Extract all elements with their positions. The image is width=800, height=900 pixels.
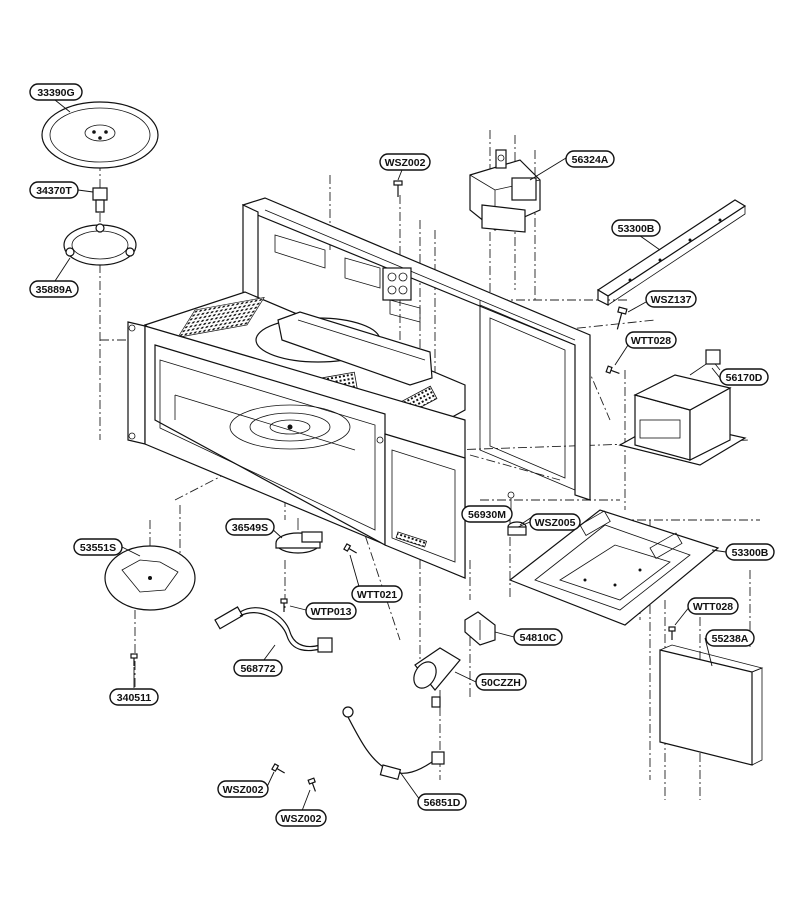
callout-WSZ005: WSZ005 (529, 513, 581, 531)
callout-53551S: 53551S (73, 538, 123, 556)
callout-33390G-label: 33390G (37, 87, 74, 99)
callout-labels: 33390G 34370T 35889A WSZ002 56324A 53300… (29, 83, 775, 827)
wire-harness-568772 (214, 606, 333, 653)
callout-56324A-label: 56324A (572, 154, 609, 166)
callout-53300B-top: 53300B (611, 219, 661, 237)
callout-WSZ002-low2: WSZ002 (275, 809, 327, 827)
callout-53300B-mid: 53300B (725, 543, 775, 561)
cavity-assembly (127, 197, 591, 579)
transformer-icon (618, 349, 747, 466)
callout-WTP013: WTP013 (305, 602, 357, 620)
callout-34370T-label: 34370T (36, 185, 72, 197)
callout-340511-label: 340511 (117, 692, 152, 704)
callout-53300B-top-label: 53300B (618, 223, 655, 235)
callout-35889A-label: 35889A (36, 284, 73, 296)
callout-WSZ002-top: WSZ002 (379, 153, 431, 171)
glass-tray-icon (41, 101, 159, 169)
magnetron-icon (469, 149, 541, 233)
stirrer-icon (104, 545, 196, 611)
capacitor-icon (413, 611, 496, 708)
callout-WTP013-label: WTP013 (311, 606, 352, 618)
base-plate (508, 509, 720, 626)
callout-WSZ002-top-label: WSZ002 (385, 157, 426, 169)
callout-WSZ002-low2-label: WSZ002 (281, 813, 322, 825)
callout-WTT028-top-label: WTT028 (631, 335, 671, 347)
callout-WTT021-label: WTT021 (357, 589, 397, 601)
callout-568772-label: 568772 (240, 663, 275, 675)
callout-56324A: 56324A (565, 150, 615, 168)
support-bar (596, 199, 747, 306)
roller-ring-icon (63, 223, 137, 266)
callout-54810C-label: 54810C (520, 632, 557, 644)
callout-55238A: 55238A (705, 629, 755, 647)
callout-340511: 340511 (109, 688, 159, 706)
callout-54810C: 54810C (513, 628, 563, 646)
callout-568772: 568772 (233, 659, 283, 677)
callout-WSZ005-label: WSZ005 (535, 517, 576, 529)
wire-harness-56851D (342, 706, 445, 781)
callout-34370T: 34370T (29, 181, 79, 199)
callout-56930M-label: 56930M (468, 509, 506, 521)
screw-icon (130, 180, 676, 792)
callout-36549S-label: 36549S (232, 522, 268, 534)
callout-56851D: 56851D (417, 793, 467, 811)
callout-33390G: 33390G (29, 83, 83, 101)
callout-56170D: 56170D (719, 368, 769, 386)
callout-WSZ137-label: WSZ137 (651, 294, 692, 306)
callout-53551S-label: 53551S (80, 542, 116, 554)
callout-50CZZH-label: 50CZZH (481, 677, 521, 689)
callout-WTT028-low: WTT028 (687, 597, 739, 615)
callout-56851D-label: 56851D (424, 797, 461, 809)
turntable-motor-icon (275, 518, 323, 554)
callout-36549S: 36549S (225, 518, 275, 536)
callout-WSZ137: WSZ137 (645, 290, 697, 308)
callout-55238A-label: 55238A (712, 633, 749, 645)
coupler-icon (92, 187, 108, 213)
cover-panel (659, 644, 764, 766)
callout-WTT028-top: WTT028 (625, 331, 677, 349)
callout-56170D-label: 56170D (726, 372, 763, 384)
callout-WTT028-low-label: WTT028 (693, 601, 733, 613)
callout-WSZ002-low1-label: WSZ002 (223, 784, 264, 796)
callout-53300B-mid-label: 53300B (732, 547, 769, 559)
callout-35889A: 35889A (29, 280, 79, 298)
callout-56930M: 56930M (461, 505, 513, 523)
callout-WSZ002-low1: WSZ002 (217, 780, 269, 798)
callout-WTT021: WTT021 (351, 585, 403, 603)
callout-50CZZH: 50CZZH (475, 673, 527, 691)
